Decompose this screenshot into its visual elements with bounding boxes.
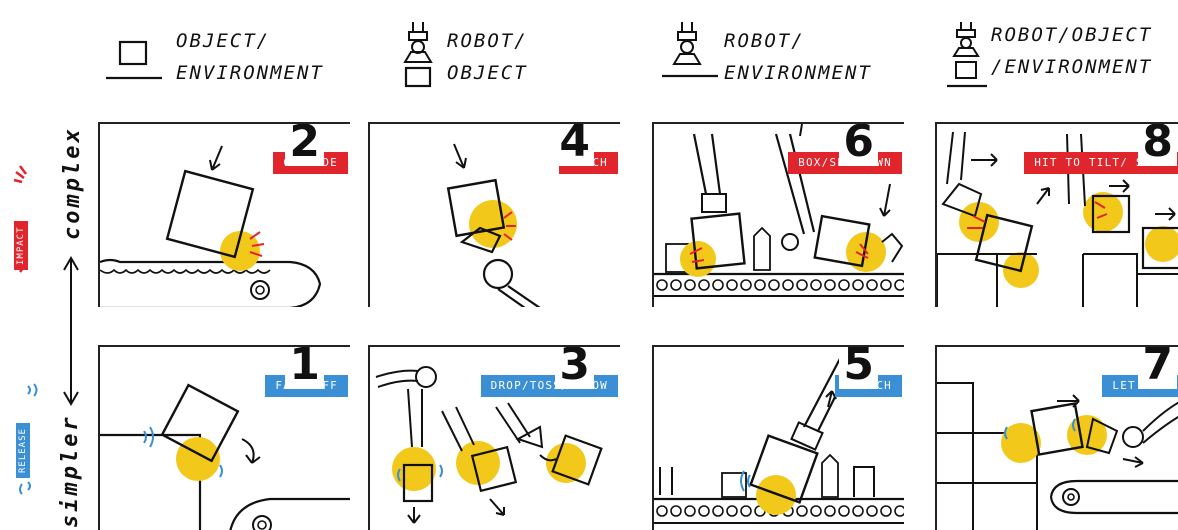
column-header-line1: ROBOT/ <box>447 28 528 54</box>
complex-label: complex <box>60 126 85 240</box>
release-badge: RELEASE <box>16 423 30 478</box>
panel-collide: COLLIDE 2 <box>98 122 350 307</box>
panel-hit-to-tilt-slide: HIT TO TILT/ SLIDE 8 <box>935 122 1178 307</box>
panel-number: 4 <box>555 122 594 166</box>
complexity-arrow-icon <box>56 252 86 412</box>
panel-number: 8 <box>1138 122 1177 166</box>
impact-badge: IMPACT <box>14 221 28 270</box>
panel-label: DROP/TOSS/THROW <box>481 375 618 397</box>
panel-catch: CATCH 4 <box>368 122 620 307</box>
panel-number: 2 <box>285 122 324 166</box>
column-header-line2: OBJECT <box>447 60 528 86</box>
column-header-line1: OBJECT/ <box>176 28 270 54</box>
column-header-line2: /ENVIRONMENT <box>991 54 1152 80</box>
object-environment-icon <box>100 30 170 100</box>
panel-fall-off: FALL OFF 1 <box>98 345 350 530</box>
column-header-robot-environment: ROBOT/ ENVIRONMENT <box>660 20 900 100</box>
simpler-label: simpler <box>58 414 83 528</box>
column-header-robot-object-environment: ROBOT/OBJECT /ENVIRONMENT <box>945 20 1175 100</box>
panel-number: 7 <box>1138 345 1177 389</box>
robot-object-icon <box>395 20 445 90</box>
column-header-robot-object: ROBOT/ OBJECT <box>395 20 595 100</box>
panel-let-free: LET FREE 7 <box>935 345 1178 530</box>
column-header-line1: ROBOT/ <box>724 28 805 54</box>
column-header-object-environment: OBJECT/ ENVIRONMENT <box>100 20 340 100</box>
column-header-line1: ROBOT/OBJECT <box>991 22 1152 48</box>
panel-drop-toss-throw: DROP/TOSS/THROW 3 <box>368 345 620 530</box>
panel-number: 1 <box>285 345 324 389</box>
panel-number: 3 <box>555 345 594 389</box>
panel-number: 6 <box>839 122 878 166</box>
panel-number: 5 <box>839 345 878 389</box>
panel-box-set-down: BOX/SET DOWN 6 <box>652 122 904 307</box>
column-header-line2: ENVIRONMENT <box>176 60 324 86</box>
panel-detach: DETACH 5 <box>652 345 904 530</box>
robot-object-environment-icon <box>945 20 989 94</box>
robot-environment-icon <box>660 20 720 90</box>
column-header-line2: ENVIRONMENT <box>724 60 872 86</box>
